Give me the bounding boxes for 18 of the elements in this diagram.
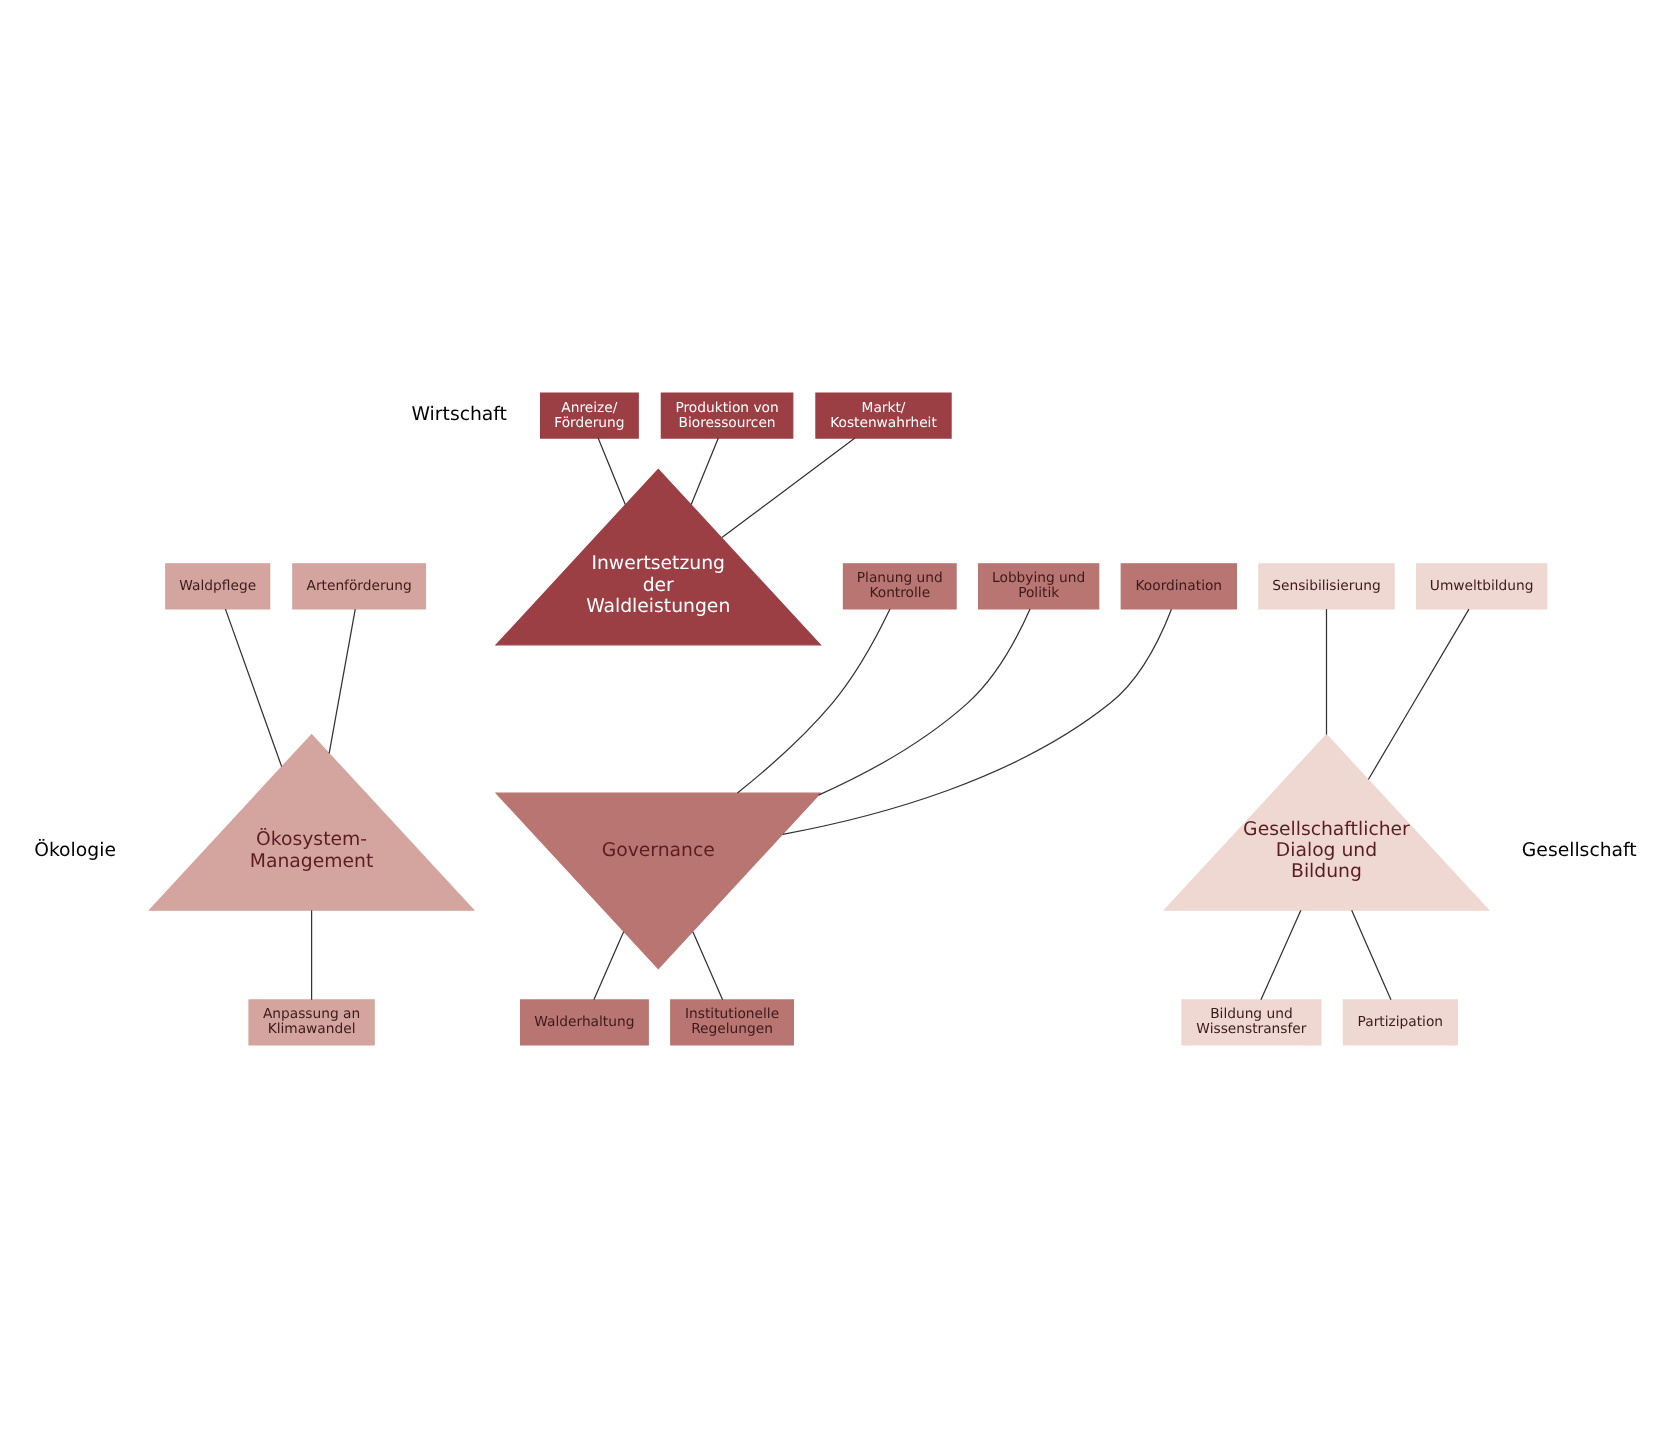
connector [1325,608,1328,736]
connector [1260,909,1302,1001]
connector [597,437,626,506]
connector [736,608,891,794]
connector [328,608,356,754]
connector [1351,909,1392,1001]
connector [1367,608,1470,781]
connector [593,931,625,1001]
connector [782,608,1173,835]
label: Wirtschaft [411,403,508,426]
connector [690,437,719,506]
label: Ökologie [34,840,116,863]
connector [310,909,313,1001]
connector [817,608,1031,796]
connector [224,608,283,768]
label: Gesellschaft [1521,840,1637,863]
connector [692,931,724,1001]
connector [721,437,856,539]
